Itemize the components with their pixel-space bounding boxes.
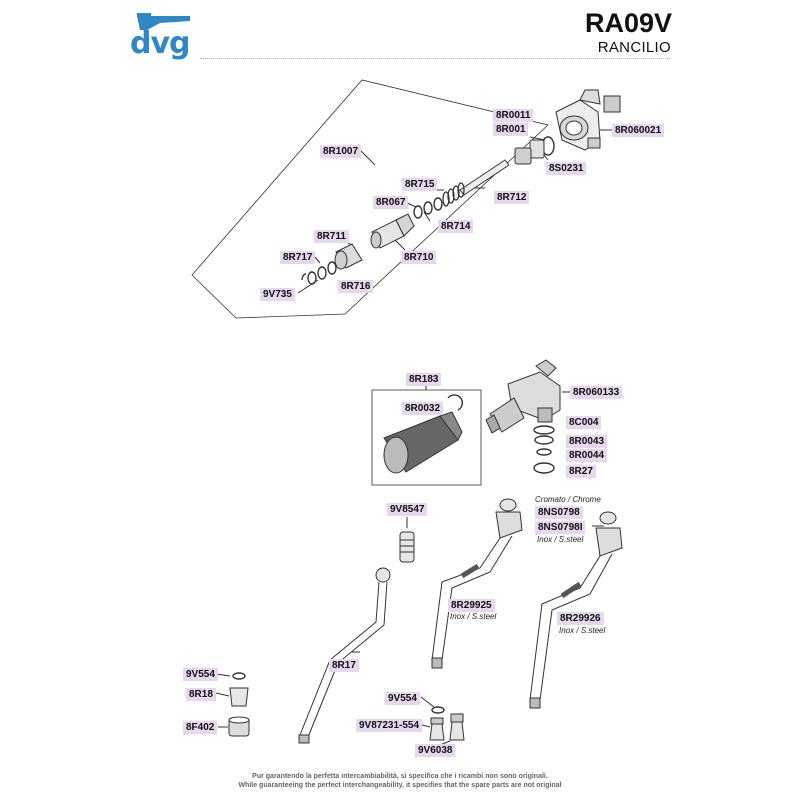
part-label-8R17: 8R17 [329,659,359,672]
part-label-8R18: 8R18 [186,688,216,701]
model-title: RA09V [584,8,672,38]
part-label-8R060133: 8R060133 [570,386,623,399]
part-label-8R0043: 8R0043 [566,435,608,448]
part-label-8R715: 8R715 [402,178,438,191]
part-label-8F402: 8F402 [183,721,218,734]
sleeve-8F402 [228,716,250,737]
pin-9V8547 [399,531,415,563]
valve-body-8R060021 [555,89,621,151]
note-inox-29925: Inox / S.steel [450,612,497,621]
tube-8R29925 [431,498,523,669]
part-label-8R183: 8R183 [406,373,442,386]
footer-disclaimer-it: Pur garantendo la perfetta intercambiabi… [252,773,548,780]
part-label-8R712: 8R712 [494,191,530,204]
ring-9V554-left [232,672,246,680]
part-label-8R711: 8R711 [314,230,349,243]
part-label-8R27: 8R27 [566,465,596,478]
part-label-9V735: 9V735 [260,288,295,301]
part-label-9V554-bottom: 9V554 [385,692,420,705]
tube-8R29926 [529,511,623,709]
part-label-8R067: 8R067 [373,196,409,209]
valve-body-8R060133 [485,359,561,434]
rod-8R712 [459,159,510,196]
footer-disclaimer-en: While guaranteeing the perfect interchan… [238,782,562,789]
note-inox-29926: Inox / S.steel [559,626,606,635]
clip-8R0032 [447,394,464,411]
part-label-8R29925: 8R29925 [448,599,495,612]
part-label-8NS0798I: 8NS0798I [535,521,586,534]
sleeve-8R710 [370,213,415,249]
knob-8R183 [383,411,463,474]
part-label-8R710: 8R710 [401,251,437,264]
part-label-8R716: 8R716 [338,280,374,293]
group-8R1007-outline [191,79,549,319]
orings-8R714 [413,197,443,219]
part-label-9V6038: 9V6038 [415,744,456,757]
spring-8R715 [442,182,465,207]
fitting-9V6038 [449,713,465,741]
part-label-9V87231-554: 9V87231-554 [356,719,423,732]
part-label-8R29926: 8R29926 [557,612,604,625]
part-label-8R060021: 8R060021 [612,124,665,137]
part-label-9V8547: 9V8547 [387,503,428,516]
part-label-8R714: 8R714 [438,220,474,233]
rings-8R0043 [533,425,555,474]
part-label-8C004: 8C004 [566,416,602,429]
note-inox-top: Inox / S.steel [537,535,584,544]
rings-8R716 [301,261,337,285]
fitting-9V87231 [429,717,445,741]
sleeve-8R18 [229,687,249,707]
part-label-8R717: 8R717 [280,251,316,264]
part-label-8NS0798: 8NS0798 [535,506,583,519]
brand-name: RANCILIO [597,39,671,56]
part-label-8R0032: 8R0032 [402,402,444,415]
tube-8R17 [298,567,391,744]
part-label-9V554-left: 9V554 [183,668,218,681]
nut-8R711 [334,243,363,270]
part-label-8R0011: 8R0011 [493,109,534,122]
nut-8S0231 [514,139,545,165]
header-divider [200,58,670,60]
part-label-8S0231: 8S0231 [546,162,587,175]
note-cromato: Cromato / Chrome [535,495,601,504]
part-label-8R001: 8R001 [493,123,529,136]
logo-text: dvg [130,26,191,61]
part-label-8R0044: 8R0044 [566,449,608,462]
ring-9V554-bottom [431,706,445,714]
part-label-8R1007: 8R1007 [320,145,362,158]
